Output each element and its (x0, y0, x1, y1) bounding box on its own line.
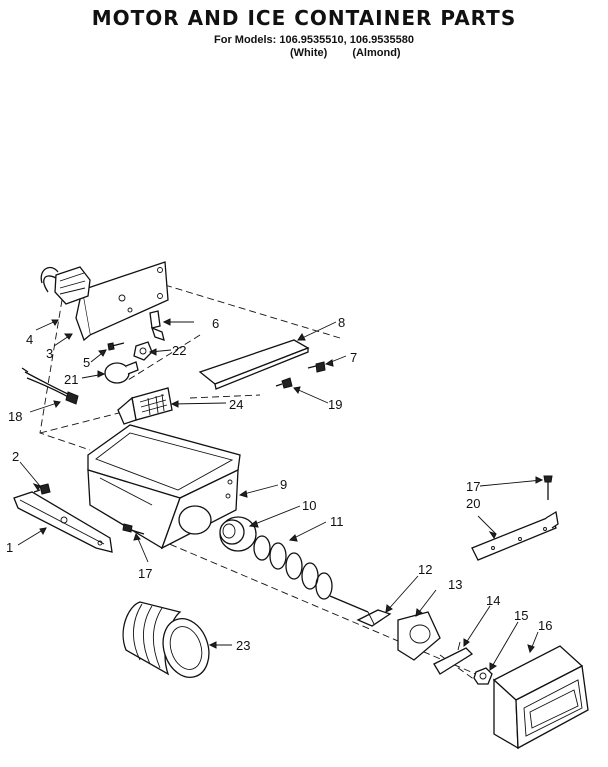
callout-17-left: 17 (138, 566, 152, 581)
grille-cover-part (117, 387, 173, 425)
light-bulb-part (104, 361, 139, 384)
screw-19-part (275, 377, 293, 389)
callout-20: 20 (466, 496, 480, 511)
color-white: (White) (290, 47, 328, 59)
callout-1: 1 (6, 540, 13, 555)
callout-3: 3 (46, 346, 53, 361)
screw-17-right-part (543, 475, 553, 500)
page-title: MOTOR AND ICE CONTAINER PARTS (91, 6, 517, 30)
screw-2-part (33, 483, 51, 495)
chute-housing-part (492, 645, 589, 750)
color-almond: (Almond) (352, 47, 401, 59)
callout-22: 21 (64, 372, 78, 387)
callout-2: 2 (12, 449, 19, 464)
lamp-socket-part (133, 341, 153, 361)
callout-18: 18 (8, 409, 22, 424)
models-line: For Models: 106.9535510, 106.9535580 (214, 34, 414, 46)
callout-17-right: 17 (466, 479, 480, 494)
callout-8: 8 (338, 315, 345, 330)
callout-19: 19 (328, 397, 342, 412)
crusher-housing-part (397, 611, 441, 661)
nut-part (473, 667, 493, 685)
callout-4: 4 (26, 332, 33, 347)
callout-24: 23 (236, 638, 250, 653)
callout-9: 9 (280, 477, 287, 492)
callout-16: 16 (538, 618, 552, 633)
clip-part (149, 310, 165, 341)
auger-spring-part (253, 535, 369, 613)
callout-5: 5 (83, 355, 90, 370)
callout-7: 7 (350, 350, 357, 365)
deflector-bracket-part (471, 510, 559, 561)
callout-labels: 4 3 5 6 8 7 22 21 18 19 24 2 9 10 11 1 1… (6, 315, 552, 653)
bushing-part (219, 516, 257, 552)
screw-7-part (307, 361, 326, 373)
callout-15: 15 (514, 608, 528, 623)
bracket-14-part (433, 641, 474, 675)
callout-14: 14 (486, 593, 500, 608)
callout-13: 13 (448, 577, 462, 592)
color-variants: (White) (Almond) (290, 47, 423, 59)
callout-11: 11 (330, 514, 344, 529)
motor-bracket-part (40, 261, 169, 342)
cover-plate-part (198, 339, 310, 390)
bearing-bracket-part (13, 491, 113, 553)
arrowheads (32, 318, 544, 671)
screw-17-left-part (122, 523, 145, 535)
callout-12: 12 (418, 562, 432, 577)
wire-harness-part (21, 367, 79, 405)
ice-container-part (87, 424, 241, 550)
screw-5-part (107, 342, 125, 351)
callout-23: 22 (172, 343, 186, 358)
callout-6: 6 (212, 316, 219, 331)
callout-21: 24 (229, 397, 243, 412)
callout-10: 10 (302, 498, 316, 513)
drum-part (122, 601, 210, 678)
blade-part (356, 609, 392, 627)
